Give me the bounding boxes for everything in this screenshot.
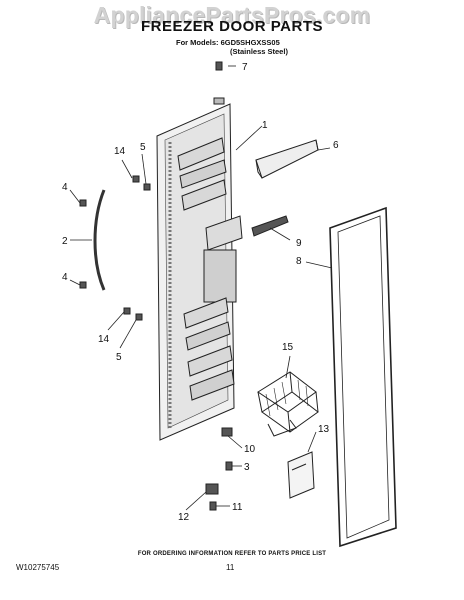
wire-basket-part <box>257 371 319 437</box>
page-number: 11 <box>226 563 235 572</box>
model-variant: (Stainless Steel) <box>230 47 288 56</box>
door-handle-part <box>93 189 106 291</box>
hardware-parts <box>79 61 233 511</box>
document-number: W10275745 <box>16 563 60 572</box>
model-subtitle: For Models: 6GD5SHGXSS05 (Stainless Stee… <box>176 38 288 56</box>
leader-lines <box>69 65 333 511</box>
callout-14b: 14 <box>98 334 110 345</box>
page-title: FREEZER DOOR PARTS <box>140 18 324 35</box>
callout-7: 7 <box>242 62 248 73</box>
model-number: For Models: 6GD5SHGXSS05 <box>176 38 280 47</box>
callout-4a: 4 <box>62 182 68 193</box>
callout-14a: 14 <box>114 146 126 157</box>
door-gasket-part <box>329 206 397 548</box>
callout-1: 1 <box>262 120 268 131</box>
door-liner-part <box>156 97 243 441</box>
callout-10: 10 <box>244 444 256 455</box>
watermark: AppliancePartsPros.com <box>93 2 371 28</box>
trim-strip-part <box>251 215 289 237</box>
callout-2: 2 <box>62 236 68 247</box>
callout-5a: 5 <box>140 142 146 153</box>
callout-15: 15 <box>282 342 294 353</box>
basket-bracket-part <box>287 451 315 499</box>
callout-6: 6 <box>333 140 339 151</box>
callout-12: 12 <box>178 512 190 523</box>
callout-4b: 4 <box>62 272 68 283</box>
ordering-note: FOR ORDERING INFORMATION REFER TO PARTS … <box>137 551 327 557</box>
callout-11: 11 <box>232 502 243 513</box>
callout-5b: 5 <box>116 352 122 363</box>
callout-8: 8 <box>296 256 302 267</box>
callout-13: 13 <box>318 424 330 435</box>
callout-3: 3 <box>244 462 250 473</box>
door-shelf-part <box>255 139 319 179</box>
callout-9: 9 <box>296 238 302 249</box>
